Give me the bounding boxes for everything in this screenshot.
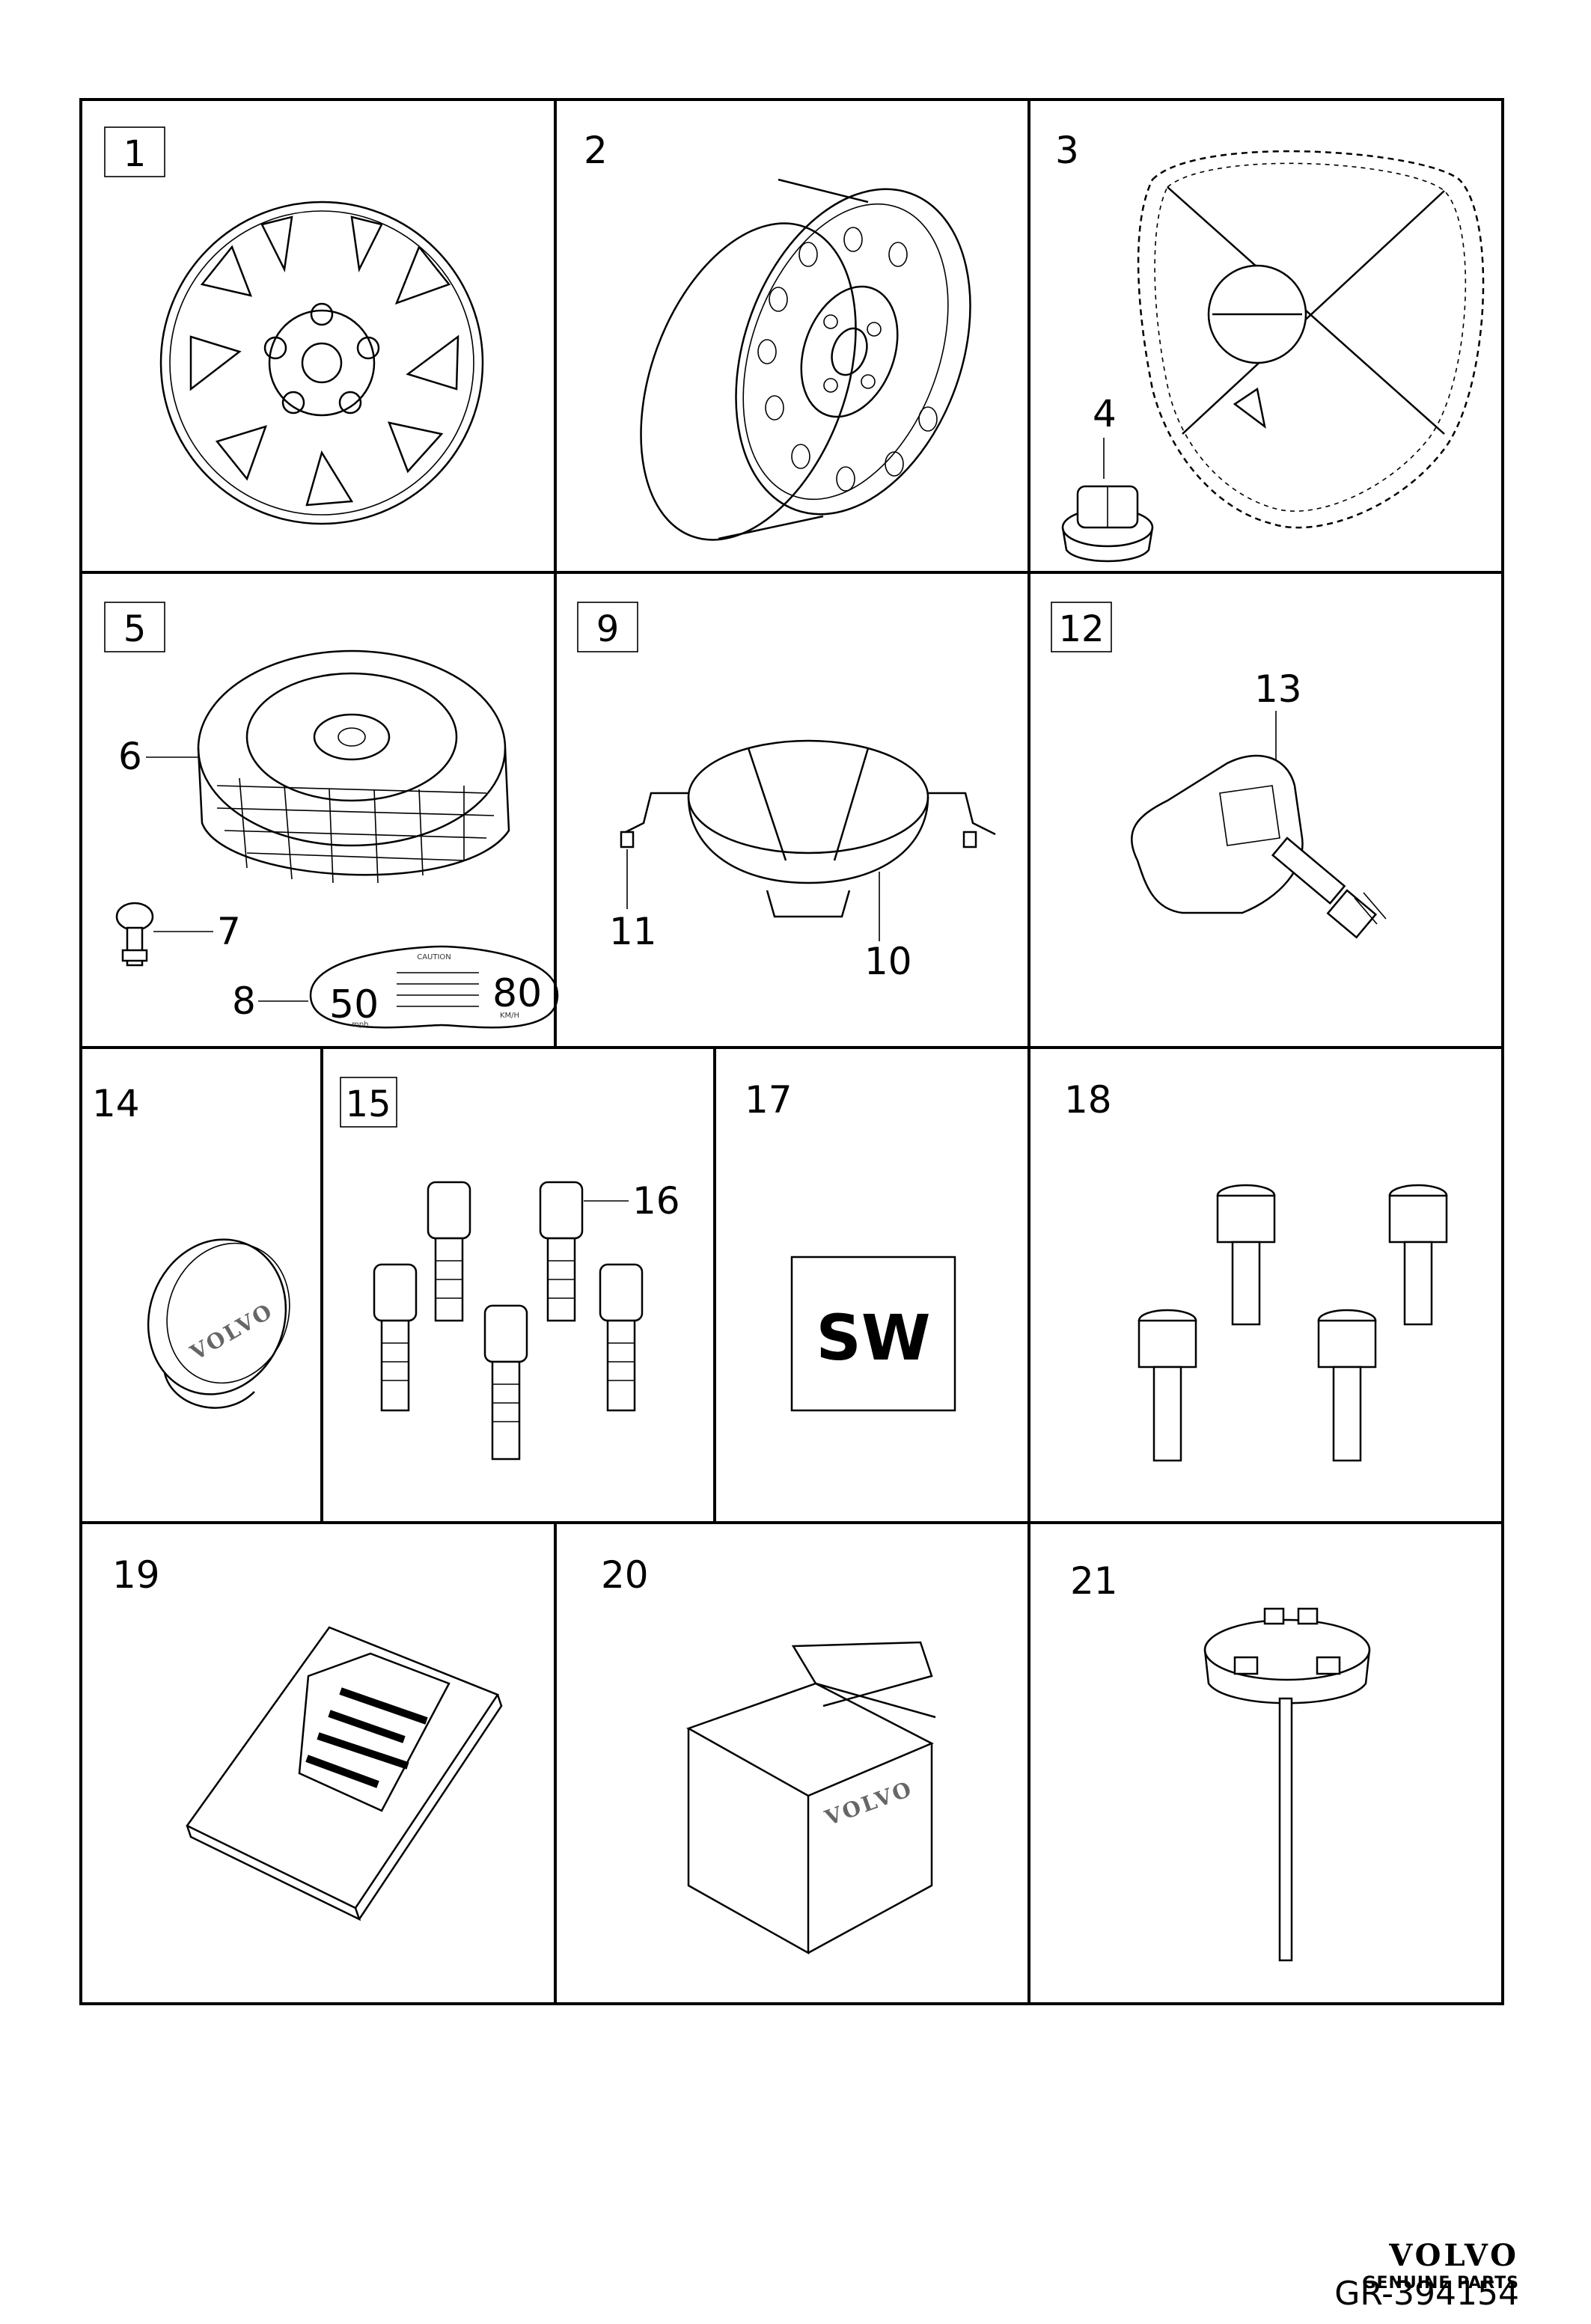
brand-name: VOLVO	[1389, 2238, 1519, 2273]
panel-21-label: 21	[1070, 1559, 1118, 1603]
panel-17-sw: 17 SW	[745, 1078, 956, 1412]
panel-15-label-box	[340, 1077, 397, 1128]
panel-20-packaging: 20 VOLVO	[601, 1553, 936, 1955]
alloy-wheel-illustration	[159, 201, 484, 525]
panel-9-tyre-holder: 9 11 10	[577, 602, 996, 983]
panel-2-label: 2	[584, 129, 608, 172]
callout-6: 6	[118, 735, 142, 778]
volvo-brand-logo: VOLVO GENUINE PARTS	[1295, 2239, 1519, 2294]
callout-10: 10	[864, 940, 912, 983]
panel-14-centre-cap: 14 VOLVO	[92, 1082, 290, 1409]
decal-caution: CAUTION	[417, 953, 451, 961]
steel-wheel-illustration	[640, 178, 971, 541]
panel-20-label: 20	[601, 1553, 649, 1597]
panel-5-label-box	[104, 602, 165, 652]
tyre-illustration	[197, 649, 510, 884]
panel-18-label: 18	[1064, 1078, 1112, 1122]
panel-12-label-box	[1051, 602, 1112, 652]
sw-box	[790, 1256, 956, 1412]
panel-12-tpms: 12 13	[1051, 602, 1387, 939]
panel-1-label-box	[104, 126, 165, 177]
panel-3-label: 3	[1055, 129, 1079, 172]
wheel-cap-illustration	[1061, 485, 1154, 563]
callout-4: 4	[1093, 392, 1117, 435]
manual-illustration	[186, 1626, 503, 1921]
panel-12-label: 12	[1058, 608, 1104, 650]
panel-21-tool: 21	[1070, 1559, 1371, 1962]
panel-15-label: 15	[345, 1083, 391, 1125]
panel-17-label: 17	[745, 1078, 793, 1122]
diagram-reference-number: GR-394154	[1334, 2275, 1519, 2313]
callout-13: 13	[1254, 667, 1302, 711]
valve-illustration	[115, 902, 154, 967]
panel-9-label-box	[577, 602, 638, 652]
panel-2-steel-wheel: 2	[584, 129, 971, 541]
wrench-tool-illustration	[1203, 1607, 1371, 1962]
callout-16: 16	[632, 1179, 680, 1223]
speed-decal: CAUTION 50 mph 80 KM/H	[309, 945, 559, 1029]
panel-19-manual: 19	[112, 1553, 503, 1921]
panel-5-spare-wheel: 5 6 7 8 CAUTION 50 mph 80 KM/H	[104, 602, 559, 1029]
panel-19-label: 19	[112, 1553, 160, 1597]
snow-chain-illustration	[1137, 150, 1485, 529]
tpms-sensor-illustration	[1130, 754, 1387, 939]
bolt-set-illustration	[373, 1181, 644, 1461]
panel-1-alloy-wheel: 1	[104, 126, 484, 525]
centre-cap-illustration: VOLVO	[147, 1238, 290, 1409]
panel-9-label: 9	[596, 608, 620, 650]
sw-text: SW	[816, 1301, 930, 1374]
cap-logo: VOLVO	[186, 1298, 278, 1366]
decal-mph-value: 50	[329, 982, 379, 1027]
panel-18-locking-bolts: 18	[1064, 1078, 1448, 1462]
panel-3-snow-chain: 3 4	[1055, 129, 1485, 563]
panel-5-label: 5	[123, 608, 147, 650]
panel-14-label: 14	[92, 1082, 140, 1125]
decal-kmh-value: 80	[492, 971, 542, 1016]
callout-11: 11	[609, 910, 657, 953]
box-illustration: VOLVO	[685, 1641, 936, 1955]
callout-8: 8	[232, 979, 256, 1023]
brand-subtitle: GENUINE PARTS	[1362, 2274, 1519, 2293]
holder-illustration	[620, 739, 996, 918]
panel-grid	[79, 98, 1504, 2005]
panel-15-wheel-bolts: 15 16	[340, 1077, 680, 1461]
locking-bolts-illustration	[1137, 1184, 1448, 1462]
decal-kmh-unit: KM/H	[500, 1012, 519, 1020]
panel-1-label: 1	[123, 133, 147, 175]
callout-7: 7	[217, 910, 241, 953]
decal-mph-unit: mph	[352, 1021, 368, 1029]
